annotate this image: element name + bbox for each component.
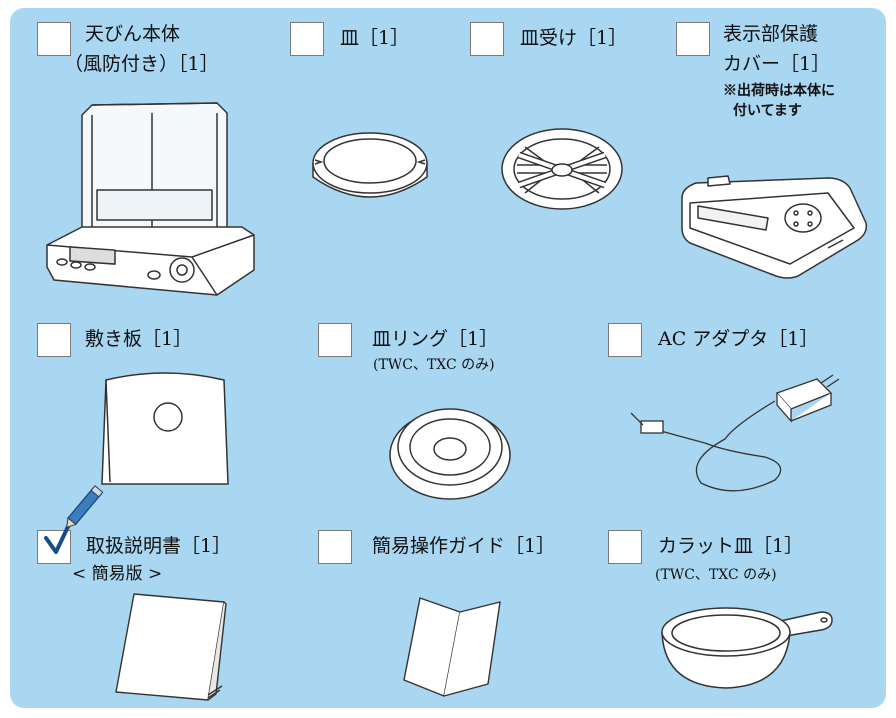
note-pan-ring: (TWC、TXC のみ) [373, 357, 495, 373]
checkbox-pan-ring[interactable] [318, 323, 352, 357]
note-carat-pan: (TWC、TXC のみ) [655, 567, 777, 583]
quick-guide-illustration [403, 597, 501, 697]
ac-adapter-illustration [630, 374, 840, 492]
note-display-cover-2: 付いてます [733, 103, 802, 119]
carat-pan-illustration [661, 607, 833, 689]
pan-illustration [312, 132, 428, 198]
label-pan-ring: 皿リング［1］ [372, 328, 499, 350]
manual-illustration [115, 593, 227, 701]
label-carat-pan: カラット皿［1］ [658, 535, 804, 557]
checkbox-carat-pan[interactable] [608, 530, 642, 564]
label-ac-adapter: AC アダプタ［1］ [658, 328, 819, 350]
checkbox-quick-guide[interactable] [318, 530, 352, 564]
checkbox-pan[interactable] [290, 22, 324, 56]
label-balance-sub: （風防付き）［1］ [64, 53, 219, 75]
display-cover-illustration [681, 175, 868, 279]
label-pan-support: 皿受け［1］ [520, 27, 628, 49]
base-plate-illustration [101, 372, 229, 485]
label-base-plate: 敷き板［1］ [85, 328, 193, 350]
balance-illustration [46, 102, 255, 296]
checkbox-base-plate[interactable] [37, 323, 71, 357]
checkbox-pan-support[interactable] [470, 22, 504, 56]
label-quick-guide: 簡易操作ガイド［1］ [372, 535, 556, 557]
checkbox-display-cover[interactable] [676, 22, 710, 56]
label-display-cover-sub: カバー［1］ [723, 53, 831, 75]
label-manual-sub: < 簡易版 > [72, 564, 163, 584]
label-manual: 取扱説明書［1］ [86, 535, 232, 557]
label-pan: 皿［1］ [340, 27, 410, 49]
pan-ring-illustration [389, 408, 511, 500]
checkbox-ac-adapter[interactable] [608, 323, 642, 357]
pan-support-illustration [501, 128, 623, 210]
checkmark-pencil-icon [44, 485, 104, 554]
label-display-cover: 表示部保護 [723, 23, 819, 45]
note-display-cover-1: ※出荷時は本体に [723, 83, 835, 99]
checkbox-balance[interactable] [37, 22, 71, 56]
label-balance: 天びん本体 [85, 23, 181, 45]
